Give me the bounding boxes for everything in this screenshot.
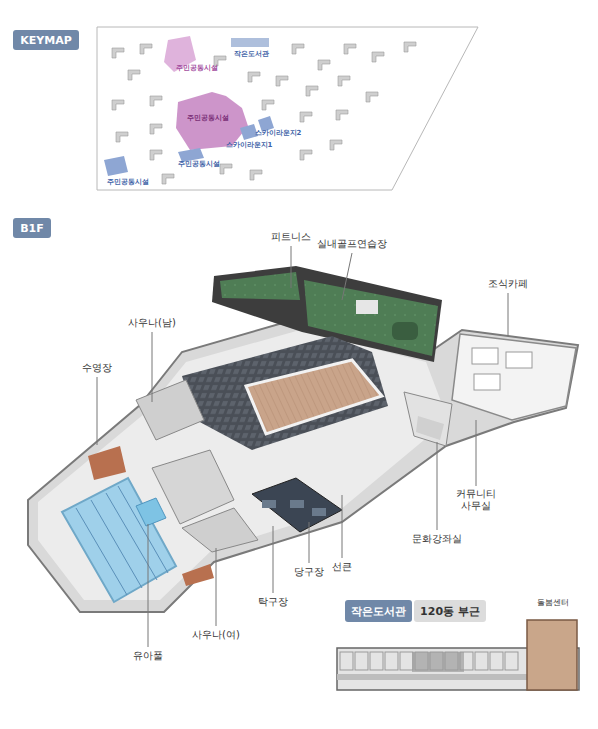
keymap-label: 스카이라운지1 [226,141,273,149]
room-label: 커뮤니티 사무실 [453,488,499,512]
badge-box: KEYMAP [13,30,79,50]
room-label: 탁구장 [258,596,288,608]
keymap-label: 주민공동시설 [187,114,229,122]
building-icon [112,48,124,58]
badge-text: 120동 부근 [420,604,480,619]
badge-text: KEYMAP [20,34,72,47]
room-label: 사우나(남) [128,317,176,329]
building-icon [140,44,152,54]
building-icon [318,60,330,70]
keymap-label: 주민공동시설 [107,178,149,186]
room-label: 피트니스 [271,231,311,243]
building-icon [366,92,378,102]
badge-box: B1F [13,218,51,238]
plan-cell [445,652,458,670]
building-icon [292,44,304,54]
keymap-label: 주민공동시설 [176,64,218,72]
building-icon [250,170,262,180]
building-icon [338,76,350,86]
room-label: 문화강좌실 [412,533,462,545]
room-label: 실내골프연습장 [317,238,387,250]
building-icon [330,140,342,150]
plan-cell [370,652,383,670]
badge-box: 작은도서관 [345,600,412,622]
plan-cell [400,652,413,670]
building-icon [150,124,162,134]
keymap-outline [97,27,478,190]
plan-cell [490,652,503,670]
room-label: 유아풀 [133,650,163,662]
floor-plan [28,266,578,612]
building-icon [150,96,162,106]
room-label: 당구장 [294,566,324,578]
room-label: 사우나(여) [192,629,240,641]
plan-cell [460,652,473,670]
building-icon [404,42,416,52]
building-icon [116,132,128,142]
building-icon [220,164,232,174]
building-icon [248,72,260,82]
building-icon [372,52,384,62]
plan-cell [340,652,353,670]
plan-cell [430,652,443,670]
room-label: 돌봄센터 [537,598,569,608]
room-label: 수영장 [82,362,112,374]
keymap-label: 주민공동시설 [178,160,220,168]
keymap-label: 작은도서관 [234,50,269,58]
plan-cell [415,652,428,670]
room-label: 선큰 [332,561,352,573]
badge-text: 작은도서관 [351,604,406,619]
room-label: 조식카페 [488,278,528,290]
building-icon [336,110,348,120]
badge-box: 120동 부근 [414,600,486,622]
building-icon [162,174,174,184]
building-icon [150,150,162,160]
library-plan [337,620,579,690]
building-icon [300,150,312,160]
building-icon [112,100,124,110]
building-icon [344,44,356,54]
leader-lines [97,246,508,647]
building-icon [262,100,274,110]
building-icon [300,112,312,122]
badge-text: B1F [20,222,44,235]
plan-cell [505,652,518,670]
building-icon [306,86,318,96]
keymap-label: 스카이라운지2 [255,129,302,137]
building-icon [128,70,140,80]
plan-cell [385,652,398,670]
building-icon [276,76,288,86]
plan-cell [355,652,368,670]
plan-cell [475,652,488,670]
